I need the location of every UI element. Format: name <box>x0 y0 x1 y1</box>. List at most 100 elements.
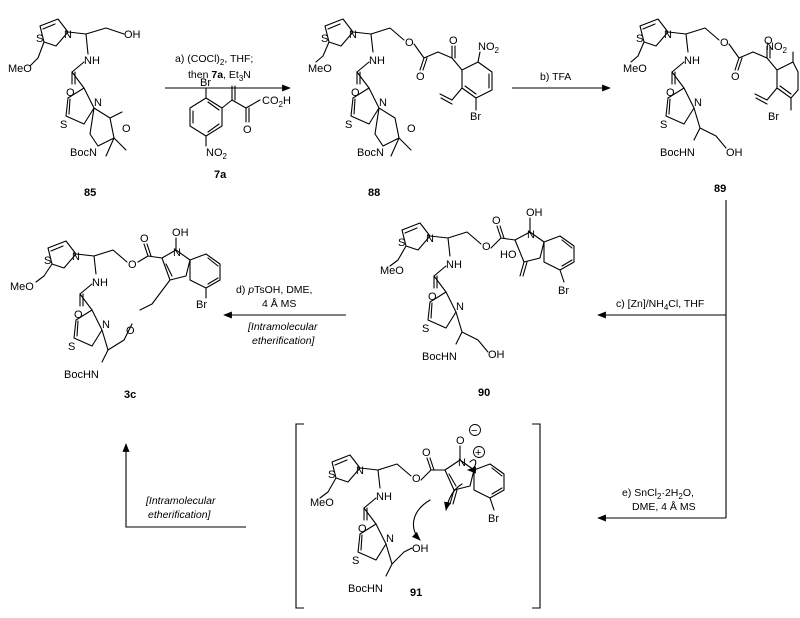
condition-e-line2: DME, 4 Å MS <box>632 500 696 513</box>
atom-no2: NO2 <box>478 41 500 55</box>
atom-n: N <box>349 29 357 41</box>
atom-o: O <box>128 259 137 271</box>
condition-f-line1: [Intramolecular <box>145 495 216 507</box>
compound-89: MeO S N O NH O N S BocHN OH O O NO2 Br 8… <box>623 18 799 195</box>
atom-nh: NH <box>446 259 462 271</box>
atom-s: S <box>328 469 335 481</box>
atom-n: N <box>72 251 80 263</box>
atom-s: S <box>345 119 352 131</box>
atom-nh: NH <box>376 491 392 503</box>
reagent-7a: Br O CO2H NO2 7a <box>189 77 291 181</box>
atom-meo: MeO <box>380 265 404 277</box>
atom-o: O <box>731 71 740 83</box>
atom-n: N <box>94 97 102 109</box>
plus-charge-sign: + <box>475 447 481 459</box>
atom-o: O <box>126 325 135 337</box>
condition-d-line4: etherification] <box>252 335 316 347</box>
atom-o: O <box>405 37 414 49</box>
atom-meo: MeO <box>8 63 32 75</box>
atom-meo: MeO <box>310 497 334 509</box>
atom-br: Br <box>558 285 569 297</box>
atom-o: O <box>764 35 773 47</box>
compound-label-90: 90 <box>478 387 490 399</box>
atom-s: S <box>660 119 667 131</box>
arrow-c: c) [Zn]/NH4Cl, THF <box>597 298 726 319</box>
atom-br: Br <box>200 77 211 89</box>
atom-s: S <box>636 33 643 45</box>
atom-o: O <box>122 123 131 135</box>
atom-o: O <box>666 87 675 99</box>
compound-label-85: 85 <box>84 187 96 199</box>
atom-n-plus: N <box>458 457 466 469</box>
atom-oh: OH <box>412 543 429 555</box>
atom-nh: NH <box>84 55 100 67</box>
atom-o: O <box>449 35 458 47</box>
atom-ho: HO <box>500 249 517 261</box>
compound-label-89: 89 <box>714 183 726 195</box>
atom-s: S <box>68 341 75 353</box>
condition-c: c) [Zn]/NH4Cl, THF <box>616 298 704 312</box>
atom-bochn: BocHN <box>348 583 383 595</box>
atom-o-minus: O <box>456 435 465 447</box>
atom-bochn: BocHN <box>422 351 457 363</box>
atom-bocn: BocN <box>70 147 97 159</box>
atom-bocn: BocN <box>357 147 384 159</box>
atom-o: O <box>482 241 491 253</box>
atom-o: O <box>720 37 729 49</box>
atom-nh: NH <box>92 277 108 289</box>
compound-91: MeO S N O NH O N S BocHN OH O N O + − Br… <box>295 423 541 609</box>
atom-meo: MeO <box>10 281 34 293</box>
atom-o: O <box>358 523 367 535</box>
compound-88: MeO S N O NH O N S BocN O O O NO2 Br 88 <box>308 18 500 199</box>
atom-o: O <box>492 215 501 227</box>
atom-meo: MeO <box>623 63 647 75</box>
atom-o: O <box>412 473 421 485</box>
condition-b: b) TFA <box>540 71 571 83</box>
condition-f-line2: etherification] <box>148 509 212 521</box>
atom-br: Br <box>470 111 481 123</box>
compound-85: S N MeO OH NH O N S BocN O 85 <box>8 18 141 199</box>
condition-d-line3: [Intramolecular <box>247 321 318 333</box>
bracket-right <box>532 423 541 609</box>
atom-oh: OH <box>124 29 141 41</box>
arrow-a: a) (COCl)2, THF; then 7a, Et3N <box>165 53 291 92</box>
compound-90: MeO S N O NH O N S BocHN OH O HO N OH Br… <box>380 207 575 399</box>
minus-charge-icon <box>469 424 481 436</box>
atom-o: O <box>422 447 431 459</box>
minus-charge-sign: − <box>471 425 477 437</box>
atom-n: N <box>173 247 181 259</box>
arrow-d: d) pTsOH, DME, 4 Å MS [Intramolecular et… <box>223 284 346 347</box>
condition-a-line1: a) (COCl)2, THF; <box>175 53 253 67</box>
condition-d-line1: d) pTsOH, DME, <box>236 284 312 296</box>
atom-n: N <box>64 29 72 41</box>
atom-s: S <box>352 555 359 567</box>
atom-s: S <box>398 237 405 249</box>
atom-o: O <box>407 123 416 135</box>
compound-label-88: 88 <box>368 187 380 199</box>
atom-n: N <box>102 319 110 331</box>
atom-n: N <box>527 229 535 241</box>
atom-o: O <box>74 309 83 321</box>
atom-o: O <box>428 291 437 303</box>
compound-label-91: 91 <box>410 587 422 599</box>
atom-nh: NH <box>369 55 385 67</box>
atom-oh: OH <box>488 349 505 361</box>
atom-oh: OH <box>726 147 743 159</box>
atom-co2h: CO2H <box>262 95 291 109</box>
atom-s: S <box>44 255 51 267</box>
atom-bochn: BocHN <box>64 369 99 381</box>
arrow-e: e) SnCl2·2H2O, DME, 4 Å MS <box>597 487 726 522</box>
condition-d-line2: 4 Å MS <box>262 297 296 310</box>
atom-s: S <box>422 323 429 335</box>
atom-br: Br <box>196 299 207 311</box>
atom-s: S <box>321 33 328 45</box>
atom-n: N <box>379 97 387 109</box>
arrow-f: [Intramolecular etherification] <box>122 443 246 528</box>
atom-s: S <box>60 119 67 131</box>
atom-o: O <box>416 71 425 83</box>
atom-o: O <box>140 233 149 245</box>
compound-3c: MeO S N O NH O N S O BocHN O N OH Br 3c <box>10 227 221 401</box>
arrow-b: b) TFA <box>512 71 611 92</box>
atom-n: N <box>386 533 394 545</box>
atom-n: N <box>694 97 702 109</box>
